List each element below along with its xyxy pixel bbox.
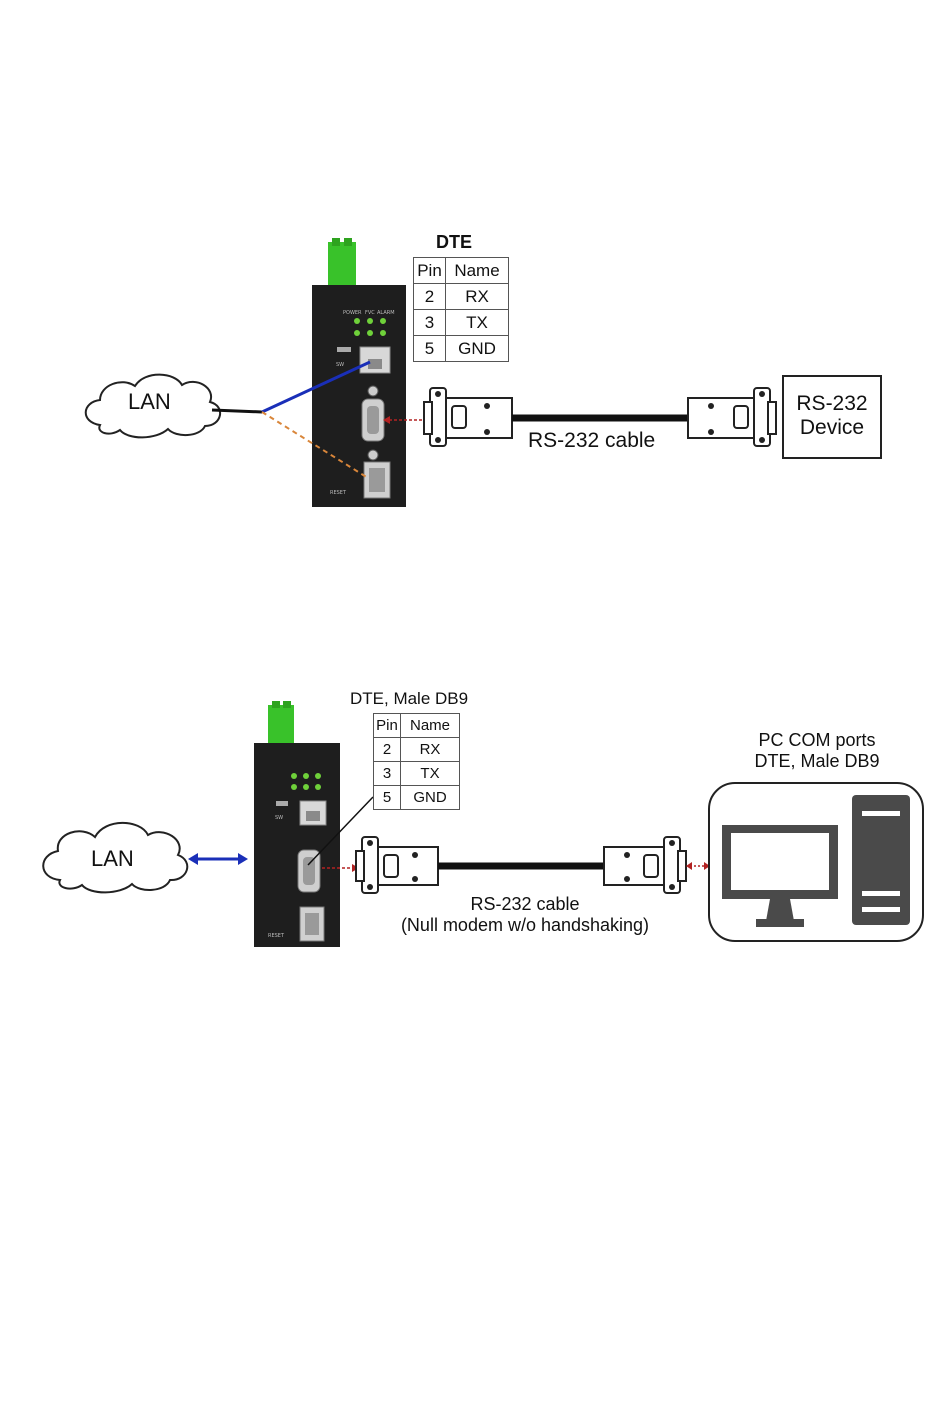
device-label-line-1: RS-232 — [794, 392, 870, 416]
table-row: 5 GND — [374, 786, 460, 810]
lan-link-arrow — [188, 853, 248, 865]
switch-label: SW — [275, 815, 283, 821]
name-cell: RX — [401, 738, 460, 762]
pin-header: Pin — [414, 258, 446, 284]
pc-label-line-1: PC COM ports — [734, 730, 900, 751]
diagram-lan-to-pc: LAN DTE, Male DB9 Pin Name 2 RX 3 TX 5 G… — [0, 685, 950, 960]
name-cell: RX — [446, 284, 509, 310]
cable-label: RS-232 cable (Null modem w/o handshaking… — [377, 894, 673, 936]
power-terminal-block — [328, 242, 356, 286]
switch-label: SW — [336, 362, 344, 368]
db9-connector-left-icon — [356, 837, 438, 893]
db9-connector-left-icon — [424, 388, 512, 446]
pin-cell: 3 — [374, 762, 401, 786]
pin-table-header: Pin Name — [414, 258, 509, 284]
rs232-device-label: RS-232 Device — [794, 392, 870, 440]
reset-label: RESET — [268, 933, 284, 939]
lan-label: LAN — [128, 389, 171, 415]
lan-label: LAN — [91, 846, 134, 872]
pc-tower-icon — [852, 795, 910, 925]
pc-label-line-2: DTE, Male DB9 — [734, 751, 900, 772]
db9-connector-right-icon — [604, 837, 686, 893]
table-row: 5 GND — [414, 336, 509, 362]
diagram-lan-to-rs232-device: LAN DTE Pin Name 2 RX 3 TX 5 GND RS-232 … — [0, 230, 950, 515]
name-header: Name — [401, 714, 460, 738]
name-cell: TX — [446, 310, 509, 336]
dte-table-title: DTE, Male DB9 — [350, 689, 468, 709]
table-row: 2 RX — [374, 738, 460, 762]
power-terminal-block — [268, 705, 294, 745]
table-row: 2 RX — [414, 284, 509, 310]
pin-cell: 5 — [374, 786, 401, 810]
pin-header: Pin — [374, 714, 401, 738]
reset-label: RESET — [330, 490, 346, 496]
led-label-fvc: FVC — [365, 310, 375, 316]
table-row: 3 TX — [374, 762, 460, 786]
cable-label-line-1: RS-232 cable — [377, 894, 673, 915]
pc-label: PC COM ports DTE, Male DB9 — [734, 730, 900, 772]
led-label-power: POWER — [343, 310, 362, 316]
led-label-alarm: ALARM — [377, 310, 395, 316]
dte-table-title: DTE — [436, 232, 472, 253]
name-header: Name — [446, 258, 509, 284]
table-row: 3 TX — [414, 310, 509, 336]
lan-link-line — [212, 410, 262, 412]
pin-table-header: Pin Name — [374, 714, 460, 738]
cable-label-line-2: (Null modem w/o handshaking) — [377, 915, 673, 936]
pin-cell: 2 — [374, 738, 401, 762]
pin-table: Pin Name 2 RX 3 TX 5 GND — [413, 257, 509, 362]
pin-cell: 2 — [414, 284, 446, 310]
name-cell: TX — [401, 762, 460, 786]
cable-label: RS-232 cable — [528, 429, 655, 453]
db9-connector-right-icon — [688, 388, 776, 446]
pin-table: Pin Name 2 RX 3 TX 5 GND — [373, 713, 460, 810]
pin-cell: 5 — [414, 336, 446, 362]
device-label-line-2: Device — [794, 416, 870, 440]
name-cell: GND — [401, 786, 460, 810]
converter-unit — [312, 285, 406, 507]
pin-cell: 3 — [414, 310, 446, 336]
name-cell: GND — [446, 336, 509, 362]
